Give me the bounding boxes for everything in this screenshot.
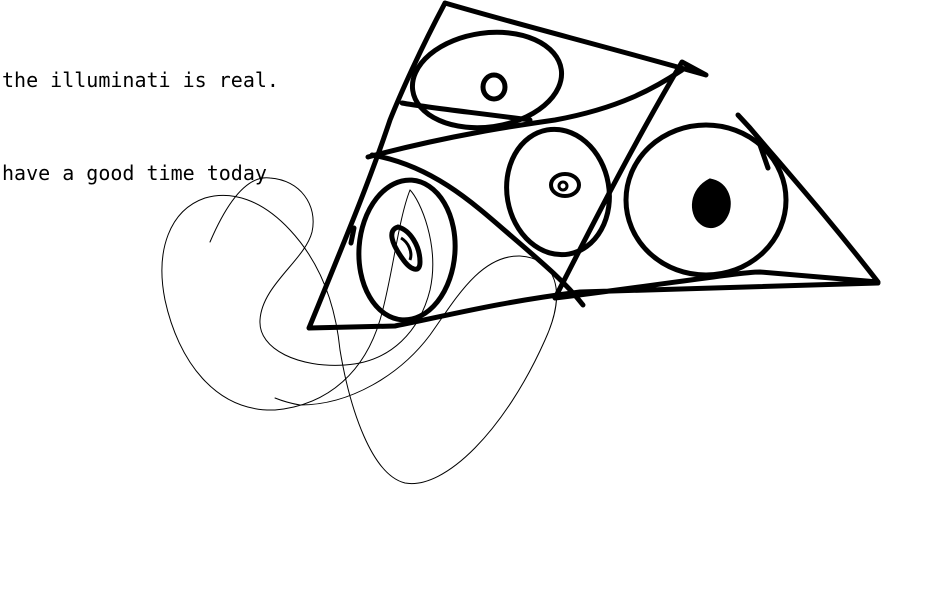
triangle-outline [306, 0, 881, 331]
eye-left [356, 177, 458, 323]
caption-line-1: the illuminati is real. [2, 68, 279, 92]
caption-text: the illuminati is real. have a good time… [2, 3, 279, 220]
eye-left-pupil [389, 224, 423, 272]
eye-right-pupil [691, 178, 731, 229]
eye-middle [504, 126, 612, 258]
caption-line-2: have a good time today [2, 161, 267, 185]
triangle-left-tick [348, 225, 357, 246]
inner-line-up [399, 100, 533, 123]
inner-line-left [365, 67, 685, 160]
eye-top [409, 29, 565, 131]
eye-right [623, 122, 789, 278]
inner-line-cross [369, 152, 586, 308]
eye-top-pupil [480, 72, 508, 102]
triangle [306, 0, 881, 331]
eye-middle-pupil [549, 172, 581, 198]
